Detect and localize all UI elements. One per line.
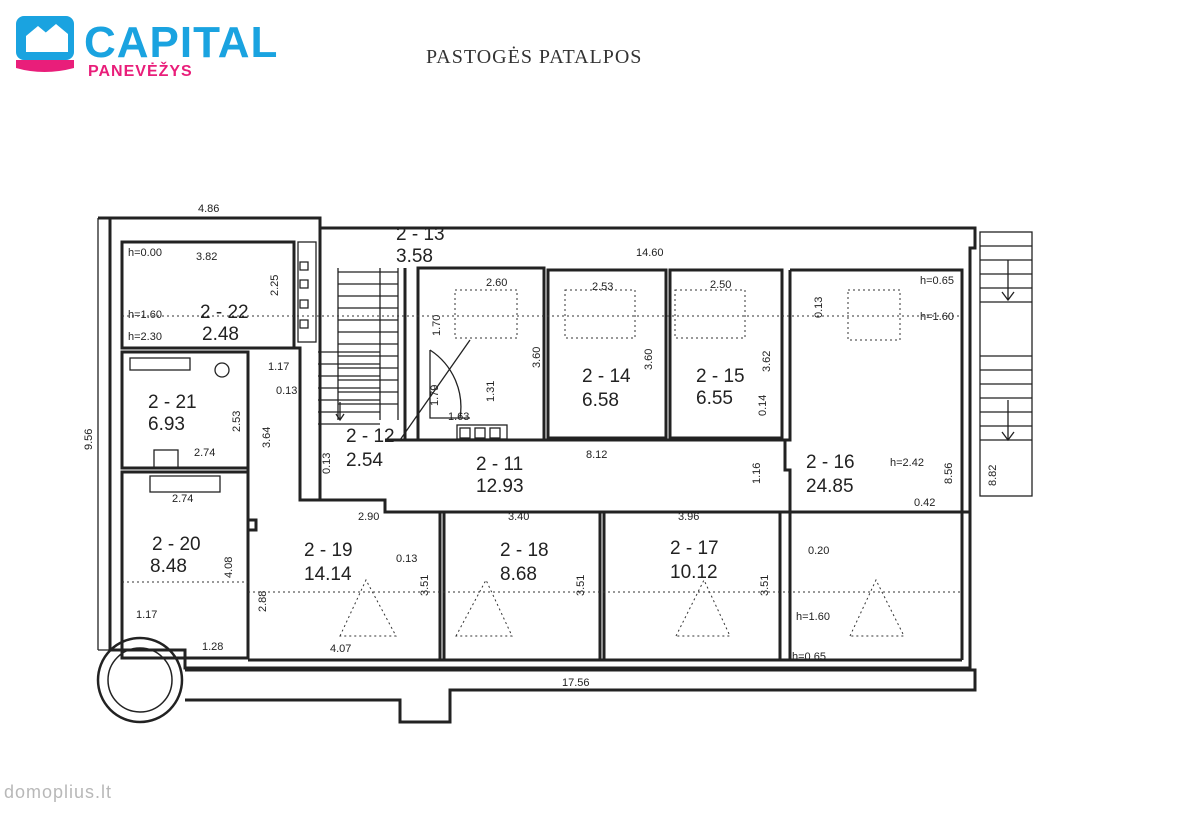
room-area: 6.55	[696, 388, 733, 409]
brand-name: CAPITAL	[84, 18, 279, 67]
dimension-label: 2.88	[257, 591, 269, 612]
dimension-label: 3.40	[508, 511, 529, 523]
dimension-label: 0.20	[808, 545, 829, 557]
skylights	[122, 289, 962, 637]
dimension-label: 3.51	[419, 575, 431, 596]
dimension-label: 4.86	[198, 203, 219, 215]
room-id: 2 - 16	[806, 452, 855, 473]
plan-title: PASTOGĖS PATALPOS	[426, 46, 643, 68]
dimension-label: 3.64	[261, 427, 273, 448]
dimension-labels: 4.86 14.60 3.82 2.25 1.17 0.13 2.53 3.64…	[83, 203, 999, 689]
height-labels: h=0.00 h=1.60 h=2.30 h=0.65 h=1.60 h=2.4…	[128, 247, 954, 663]
height-label: h=1.60	[920, 311, 954, 323]
dimension-label: 2.74	[172, 493, 193, 505]
height-label: h=2.30	[128, 331, 162, 343]
dimension-label: 2.50	[710, 279, 731, 291]
room-labels: 2 - 22 2.48 2 - 21 6.93 2 - 20 8.48 2 - …	[148, 224, 855, 585]
room-area: 8.48	[150, 556, 187, 577]
interior-walls	[120, 228, 970, 662]
dimension-label: 8.82	[987, 465, 999, 486]
dimension-label: 0.13	[321, 453, 333, 474]
dimension-label: 14.60	[636, 247, 664, 259]
dimension-label: 0.13	[396, 553, 417, 565]
dimension-label: 2.74	[194, 447, 215, 459]
dimension-label: 0.13	[813, 297, 825, 318]
room-area: 2.48	[202, 324, 239, 345]
dimension-label: 4.07	[330, 643, 351, 655]
turret	[96, 636, 184, 724]
dimension-label: 3.60	[643, 349, 655, 370]
dimension-label: 3.82	[196, 251, 217, 263]
dimension-label: 2.60	[486, 277, 507, 289]
room-id: 2 - 14	[582, 366, 631, 387]
dimension-label: 2.25	[269, 275, 281, 296]
room-id: 2 - 15	[696, 366, 745, 387]
height-label: h=0.00	[128, 247, 162, 259]
height-label: h=2.42	[890, 457, 924, 469]
dimension-label: 8.12	[586, 449, 607, 461]
room-id: 2 - 18	[500, 540, 549, 561]
dimension-label: 3.51	[575, 575, 587, 596]
room-id: 2 - 11	[476, 454, 523, 475]
room-id: 2 - 22	[200, 302, 249, 323]
room-area: 2.54	[346, 450, 383, 471]
dimension-label: 9.56	[83, 429, 95, 450]
brand-city: PANEVĖŽYS	[88, 63, 193, 80]
room-id: 2 - 17	[670, 538, 719, 559]
watermark: domoplius.lt	[4, 782, 113, 802]
room-area: 12.93	[476, 476, 524, 497]
dimension-label: 3.51	[759, 575, 771, 596]
room-id: 2 - 21	[148, 392, 197, 413]
internal-stairs	[318, 268, 471, 441]
dimension-label: 2.90	[358, 511, 379, 523]
room-id: 2 - 13	[396, 224, 445, 245]
height-label: h=0.65	[920, 275, 954, 287]
house-logo-icon	[16, 16, 74, 72]
outer-walls	[97, 216, 977, 724]
dimension-label: 3.60	[531, 347, 543, 368]
room-area: 10.12	[670, 562, 718, 583]
dimension-label: 2.53	[592, 281, 613, 293]
dimension-label: 1.63	[448, 411, 469, 423]
dimension-label: 1.17	[136, 609, 157, 621]
room-area: 3.58	[396, 246, 433, 267]
dimension-label: 3.96	[678, 511, 699, 523]
room-id: 2 - 12	[346, 426, 395, 447]
room-area: 8.68	[500, 564, 537, 585]
dimension-label: 1.17	[268, 361, 289, 373]
dimension-label: 1.31	[485, 381, 497, 402]
dimension-label: 1.79	[429, 385, 441, 406]
dimension-label: 0.13	[276, 385, 297, 397]
dimension-label: 0.14	[757, 395, 769, 416]
room-id: 2 - 20	[152, 534, 201, 555]
room-area: 14.14	[304, 564, 352, 585]
room-area: 6.93	[148, 414, 185, 435]
room-area: 24.85	[806, 476, 854, 497]
toilet-icon	[214, 362, 230, 378]
height-label: h=1.60	[796, 611, 830, 623]
dimension-label: 0.42	[914, 497, 935, 509]
dimension-label: 1.16	[751, 463, 763, 484]
external-stairs	[979, 231, 1033, 497]
height-label: h=0.65	[792, 651, 826, 663]
room-area: 6.58	[582, 390, 619, 411]
dimension-label: 4.08	[223, 557, 235, 578]
dimension-label: 1.28	[202, 641, 223, 653]
dimension-label: 17.56	[562, 677, 590, 689]
dimension-label: 1.70	[431, 315, 443, 336]
room-id: 2 - 19	[304, 540, 353, 561]
dimension-label: 8.56	[943, 463, 955, 484]
capital-logo: CAPITAL PANEVĖŽYS	[14, 14, 284, 80]
fixtures	[129, 261, 508, 493]
height-label: h=1.60	[128, 309, 162, 321]
dimension-label: 2.53	[231, 411, 243, 432]
dimension-label: 3.62	[761, 351, 773, 372]
